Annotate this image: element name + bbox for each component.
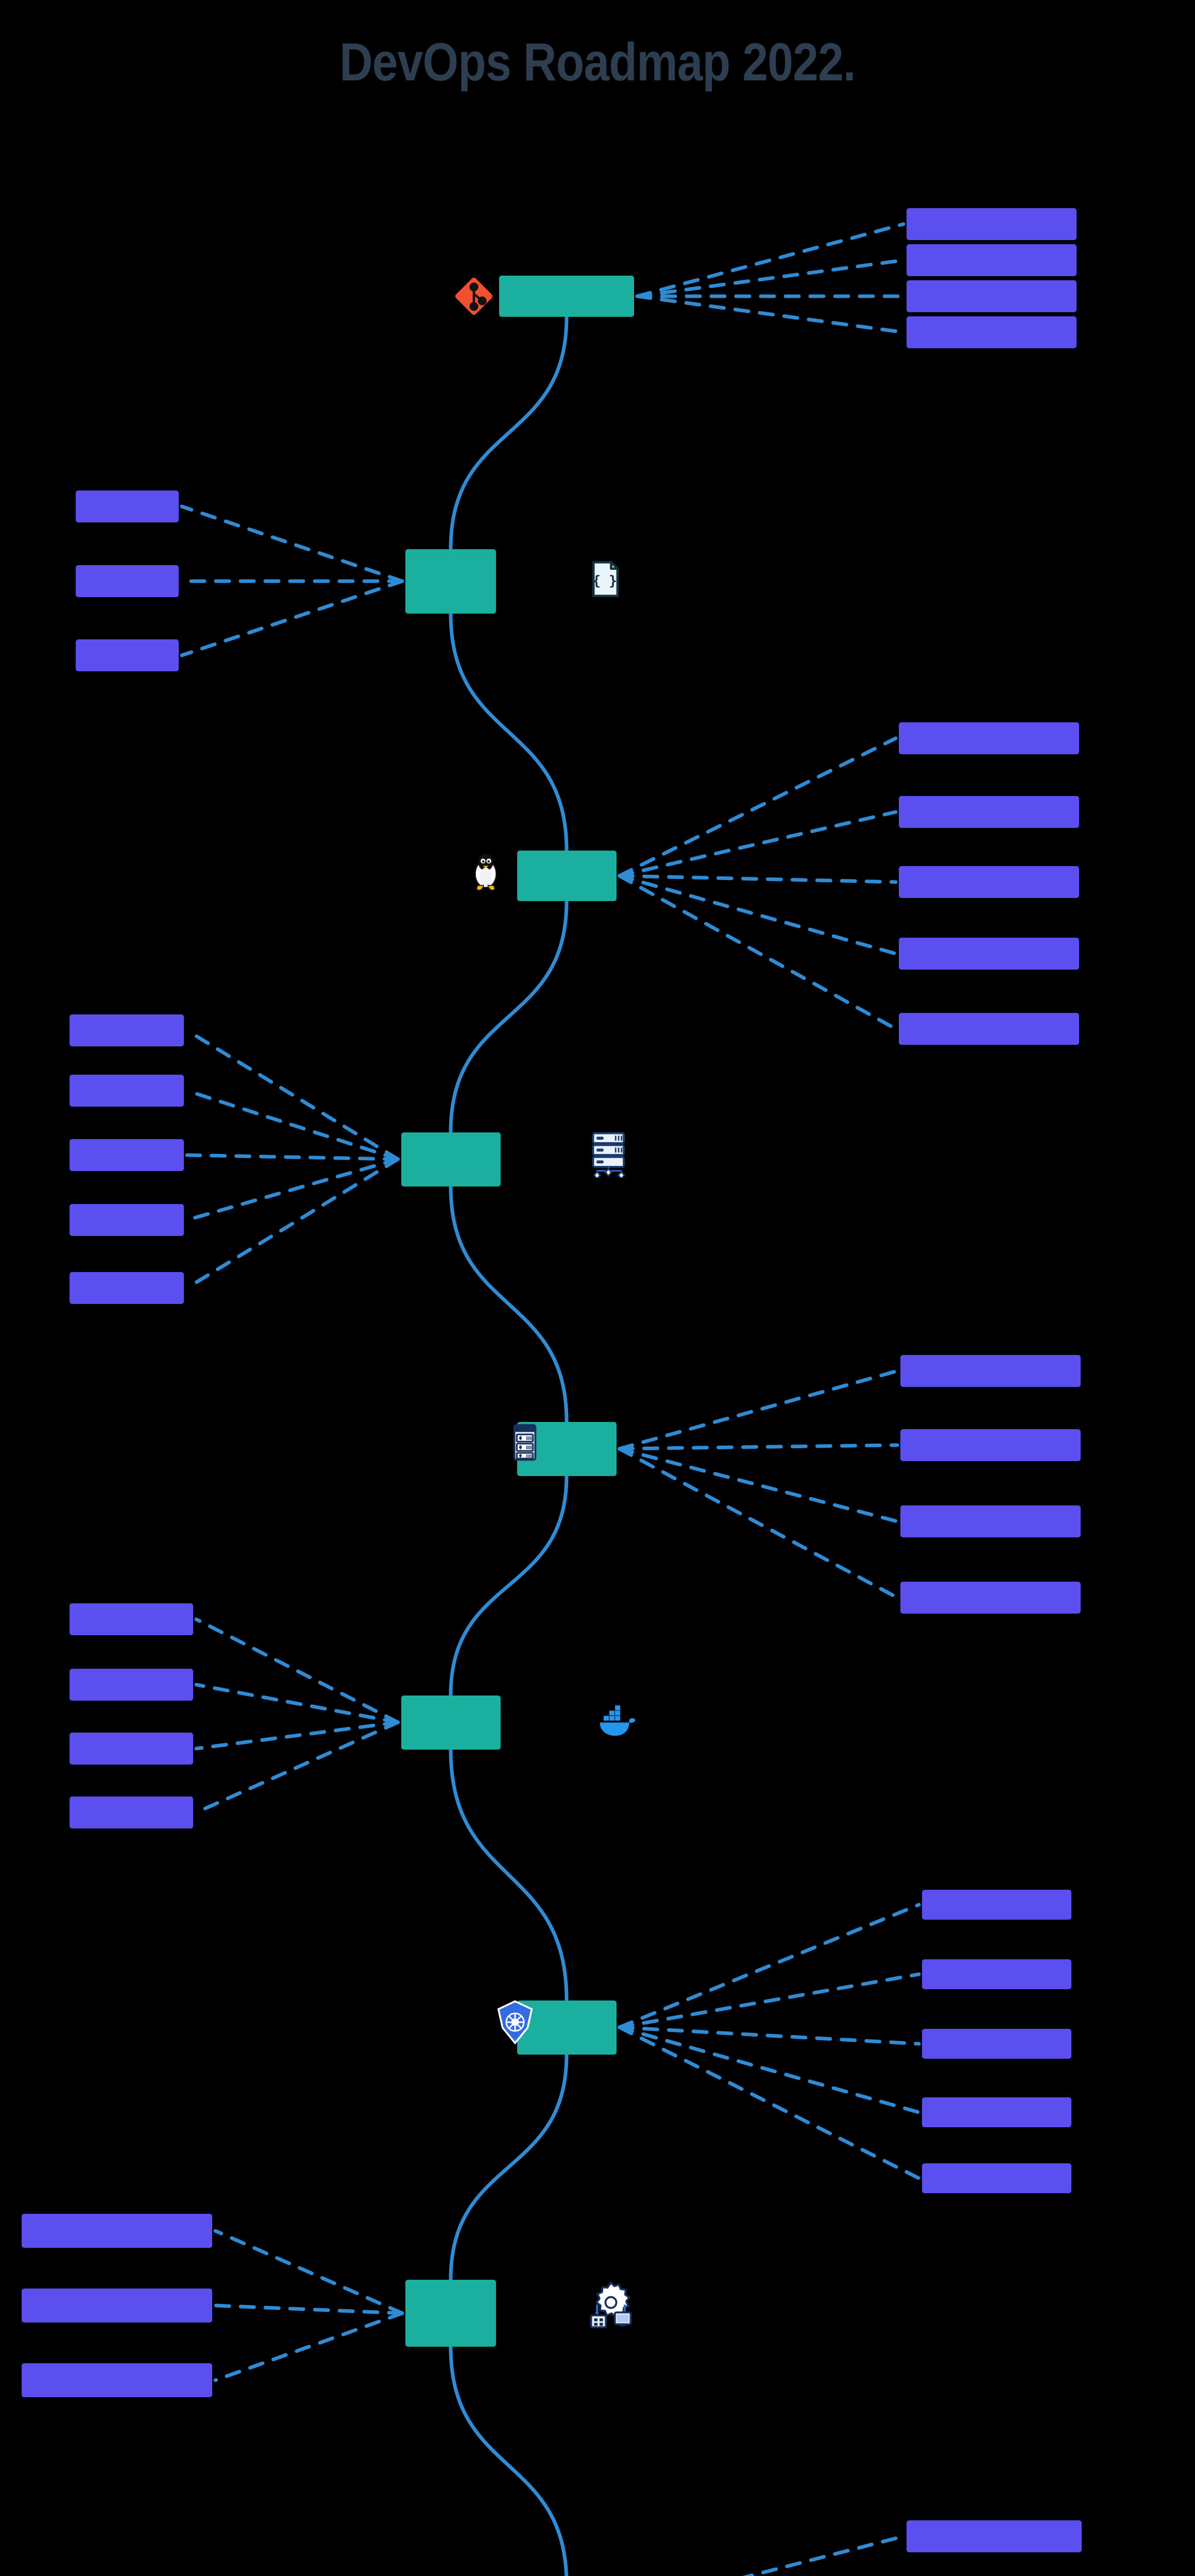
step-card-8[interactable]: [405, 2280, 496, 2347]
topic-chip[interactable]: [900, 1429, 1081, 1461]
topic-chip[interactable]: [899, 866, 1079, 898]
topic-chip[interactable]: [907, 244, 1077, 276]
linux-penguin-icon: [464, 849, 508, 893]
topic-chip[interactable]: [76, 565, 179, 597]
topic-chip[interactable]: [899, 1013, 1079, 1045]
topic-chip[interactable]: [70, 1797, 193, 1828]
code-file-icon: { }: [585, 559, 625, 599]
topic-chip[interactable]: [922, 2163, 1071, 2193]
topic-chip[interactable]: [22, 2289, 212, 2323]
topic-chip[interactable]: [70, 1139, 184, 1171]
topic-chip[interactable]: [907, 316, 1077, 348]
network-server-icon: [587, 1128, 637, 1178]
topic-chip[interactable]: [70, 1075, 184, 1107]
topic-chip[interactable]: [922, 1890, 1071, 1920]
gear-automation-icon: [586, 2280, 636, 2329]
topic-chip[interactable]: [22, 2214, 212, 2248]
topic-chip[interactable]: [76, 490, 179, 522]
topic-chip[interactable]: [899, 938, 1079, 970]
docker-whale-icon: [591, 1695, 639, 1742]
topic-chip[interactable]: [70, 1733, 193, 1765]
topic-chip[interactable]: [70, 1669, 193, 1701]
topic-chip[interactable]: [70, 1204, 184, 1236]
page-title: DevOps Roadmap 2022.: [339, 32, 856, 92]
topic-chip[interactable]: [922, 2029, 1071, 2059]
topic-chip[interactable]: [900, 1582, 1081, 1614]
topic-chip[interactable]: [907, 208, 1077, 240]
topic-chip[interactable]: [900, 1505, 1081, 1537]
svg-text:{ }: { }: [592, 573, 617, 589]
topic-chip[interactable]: [22, 2363, 212, 2397]
kubernetes-helm-icon: [492, 1999, 538, 2045]
topic-chip[interactable]: [70, 1014, 184, 1046]
topic-chip[interactable]: [907, 2520, 1082, 2552]
step-card-4[interactable]: [401, 1132, 501, 1187]
topic-chip[interactable]: [907, 280, 1077, 312]
topic-chip[interactable]: [76, 639, 179, 671]
topic-chip[interactable]: [899, 722, 1079, 754]
topic-chip[interactable]: [70, 1272, 184, 1304]
git-icon: [451, 273, 497, 319]
topic-chip[interactable]: [922, 2097, 1071, 2127]
step-card-6[interactable]: [401, 1695, 501, 1750]
topic-chip[interactable]: [900, 1355, 1081, 1387]
server-rack-icon: [505, 1422, 545, 1462]
topic-chip[interactable]: [70, 1603, 193, 1635]
step-card-3[interactable]: [517, 851, 617, 901]
step-card-1[interactable]: [499, 276, 634, 317]
step-card-2[interactable]: [405, 549, 496, 614]
step-card-7[interactable]: [517, 2000, 617, 2055]
topic-chip[interactable]: [899, 796, 1079, 828]
topic-chip[interactable]: [922, 1959, 1071, 1989]
